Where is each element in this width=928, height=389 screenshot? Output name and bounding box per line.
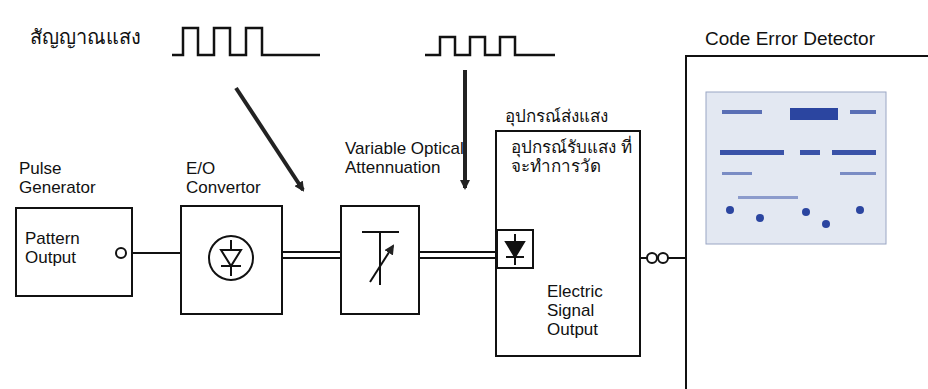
optical-fiber <box>283 252 340 258</box>
device-box: Pulse GeneratorPattern Output <box>15 207 133 297</box>
device-box: Code Error Detector <box>685 55 928 389</box>
attenuator-symbol <box>362 232 399 285</box>
photodiode-symbol <box>506 234 524 265</box>
laser-diode-symbol <box>209 236 253 280</box>
pointer-arrow <box>463 70 467 188</box>
device-heading: Variable Optical Attennuation <box>345 139 465 177</box>
device-heading: อุปกรณ์ส่งแสง <box>505 107 655 126</box>
equipment-photo <box>706 92 886 244</box>
signal-wire <box>133 253 180 254</box>
device-heading: E/O Convertor <box>186 159 281 197</box>
device-label: Pattern Output <box>25 229 103 267</box>
pointer-arrow <box>236 88 303 190</box>
device-box: Variable Optical Attennuation <box>340 205 420 315</box>
laser-diode-symbol <box>221 240 241 276</box>
optical-pulse-waveform <box>172 28 320 55</box>
attenuated-pulse-waveform <box>425 37 555 55</box>
signal-wire <box>641 253 685 263</box>
device-heading: Pulse Generator <box>19 159 111 197</box>
signal-label: สัญญาณแสง <box>30 26 141 48</box>
attenuator-symbol <box>370 246 393 282</box>
optical-fiber <box>420 252 495 258</box>
device-label: Electric Signal Output <box>547 282 633 339</box>
device-heading: Code Error Detector <box>705 28 928 49</box>
photodiode-box <box>497 230 533 268</box>
device-box: อุปกรณ์ส่งแสงอุปกรณ์รับแสง ที่จะทำการวัด… <box>495 130 641 357</box>
output-terminal <box>116 248 126 258</box>
device-label: อุปกรณ์รับแสง ที่จะทำการวัด <box>511 138 635 176</box>
device-box: E/O Convertor <box>180 205 283 315</box>
